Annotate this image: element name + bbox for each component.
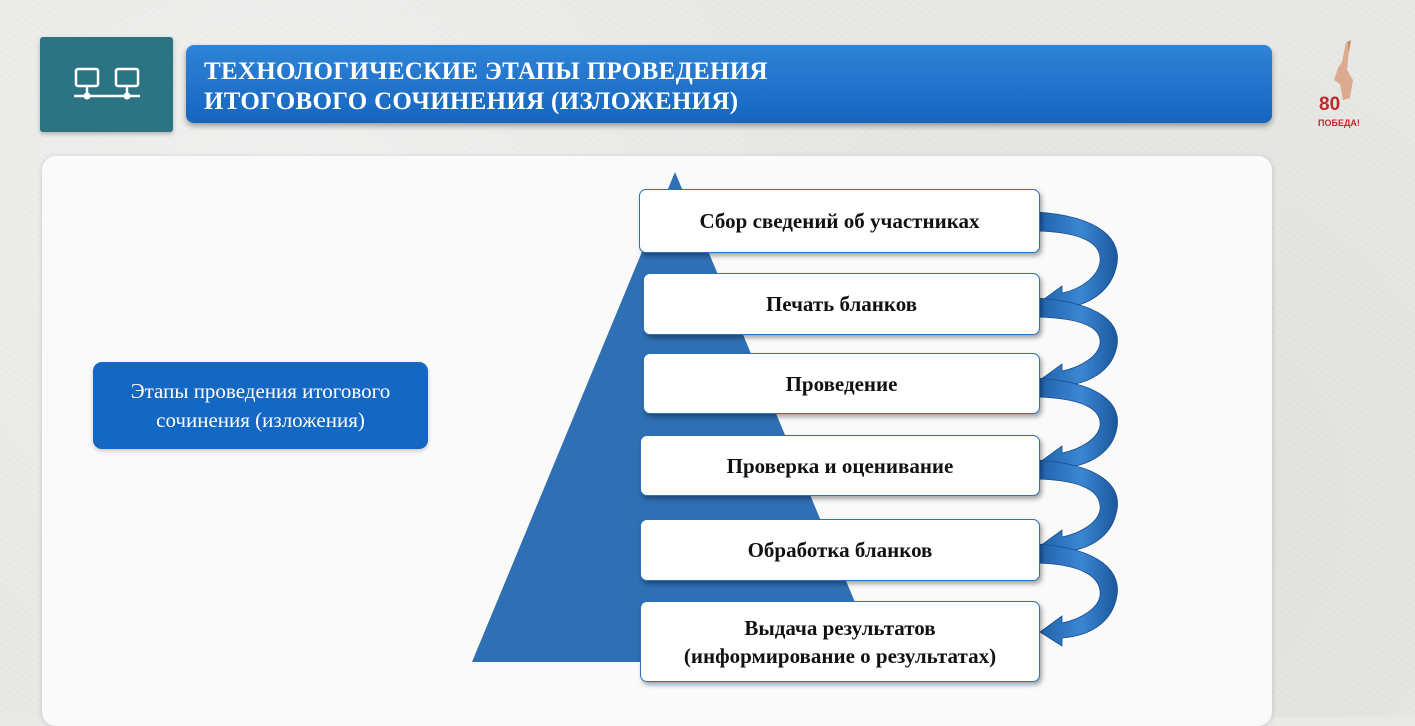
stage-label-line-1: Этапы проведения итогового: [130, 378, 391, 403]
step-box: Проверка и оценивание: [640, 435, 1040, 496]
step-box: Сбор сведений об участниках: [639, 189, 1040, 253]
step-label: Проведение: [785, 371, 898, 396]
section-icon-box: [40, 37, 173, 132]
step-box: Обработка бланков: [640, 519, 1040, 581]
emblem-number: 80: [1319, 94, 1340, 115]
stage-label-line-2: сочинения (изложения): [156, 407, 365, 432]
step-label-sub: (информирование о результатах): [683, 643, 997, 668]
step-label: Выдача результатов: [744, 615, 936, 640]
step-label: Сбор сведений об участниках: [699, 209, 980, 233]
stage-label: Этапы проведения итогового сочинения (из…: [93, 362, 428, 449]
step-box: Выдача результатов (информирование о рез…: [640, 601, 1040, 682]
cycle-arrow: [1035, 543, 1118, 647]
step-label: Проверка и оценивание: [726, 453, 954, 478]
title-bar: ТЕХНОЛОГИЧЕСКИЕ ЭТАПЫ ПРОВЕДЕНИЯ ИТОГОВО…: [186, 45, 1272, 123]
page-title-line-2: ИТОГОВОГО СОЧИНЕНИЯ (ИЗЛОЖЕНИЯ): [204, 88, 739, 115]
victory-80-emblem: 80 ПОБЕДА!: [1318, 40, 1360, 128]
step-label: Печать бланков: [765, 292, 918, 316]
step-box: Проведение: [643, 353, 1040, 414]
network-icon: [73, 67, 140, 99]
step-box: Печать бланков: [643, 273, 1040, 335]
cycle-arrows: [1035, 211, 1118, 647]
page-title-line-1: ТЕХНОЛОГИЧЕСКИЕ ЭТАПЫ ПРОВЕДЕНИЯ: [204, 58, 768, 85]
emblem-caption: ПОБЕДА!: [1318, 118, 1360, 128]
step-label: Обработка бланков: [747, 538, 933, 562]
